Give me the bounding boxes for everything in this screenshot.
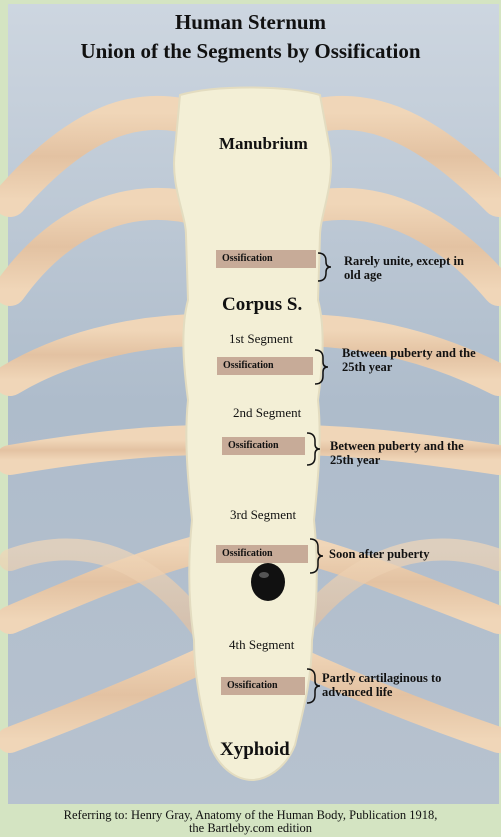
ossification-band-1: Ossification (216, 250, 316, 268)
title-line-1: Human Sternum (0, 10, 501, 35)
ossification-note-3: Between puberty and the 25th year (330, 439, 464, 467)
ossification-band-5: Ossification (221, 677, 305, 695)
sternal-foramen (251, 563, 285, 601)
title-line-2: Union of the Segments by Ossification (0, 39, 501, 64)
ossification-band-3: Ossification (222, 437, 305, 455)
corpus-label: Corpus S. (222, 294, 302, 316)
segment-1-label: 1st Segment (229, 331, 293, 347)
ossification-note-4: Soon after puberty (329, 547, 429, 561)
xyphoid-label: Xyphoid (220, 739, 290, 761)
ossification-note-1: Rarely unite, except in old age (344, 254, 464, 282)
ossification-note-5: Partly cartilaginous to advanced life (322, 671, 441, 699)
segment-4-label: 4th Segment (229, 637, 294, 653)
ossification-note-2: Between puberty and the 25th year (342, 346, 476, 374)
ossification-band-2: Ossification (217, 357, 313, 375)
segment-3-label: 3rd Segment (230, 507, 296, 523)
ossification-band-4: Ossification (216, 545, 308, 563)
footer-citation: Referring to: Henry Gray, Anatomy of the… (0, 809, 501, 835)
segment-2-label: 2nd Segment (233, 405, 301, 421)
manubrium-label: Manubrium (219, 134, 308, 154)
